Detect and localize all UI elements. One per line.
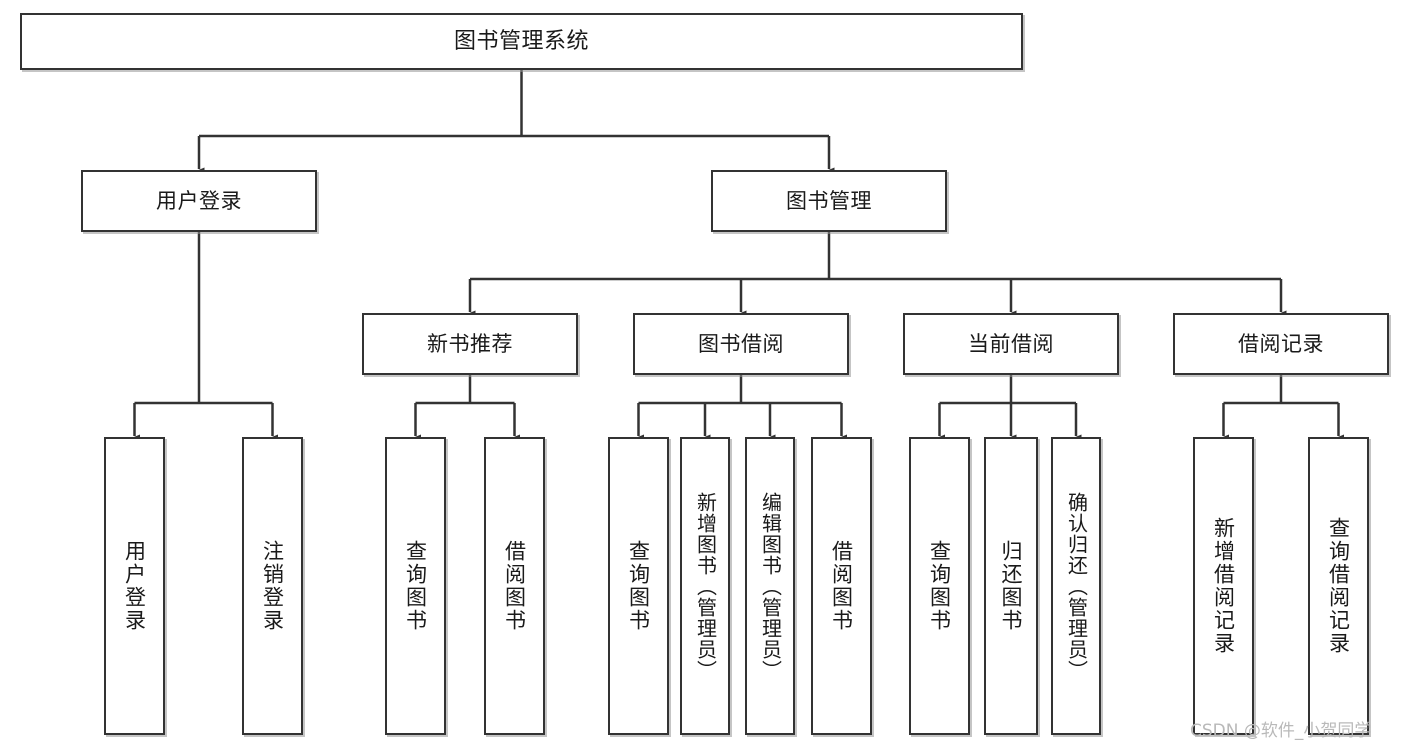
node-label: 图书管理系统: [453, 28, 589, 54]
node-l-bo-edit[interactable]: 编辑图书（管理员）: [745, 437, 795, 735]
watermark: CSDN @软件_小贺同学: [1190, 721, 1372, 741]
node-l-re-query[interactable]: 查询借阅记录: [1308, 437, 1369, 735]
node-label: 图书管理: [786, 188, 872, 213]
node-borrow[interactable]: 图书借阅: [633, 313, 849, 375]
node-label: 图书借阅: [698, 331, 784, 356]
node-l-bo-borrow[interactable]: 借阅图书: [811, 437, 872, 735]
node-l-re-add[interactable]: 新增借阅记录: [1193, 437, 1254, 735]
node-label: 查询借阅记录: [1326, 517, 1351, 655]
node-l-nb-query[interactable]: 查询图书: [385, 437, 446, 735]
node-newbook[interactable]: 新书推荐: [362, 313, 578, 375]
node-label: 新增借阅记录: [1211, 517, 1236, 655]
node-current[interactable]: 当前借阅: [903, 313, 1119, 375]
node-label: 用户登录: [156, 188, 242, 213]
node-label: 借阅图书: [502, 540, 527, 632]
node-label: 注销登录: [260, 540, 285, 632]
node-label: 编辑图书（管理员）: [758, 491, 783, 681]
node-label: 借阅图书: [829, 540, 854, 632]
node-l-bo-query[interactable]: 查询图书: [608, 437, 669, 735]
node-l-cu-confirm[interactable]: 确认归还（管理员）: [1051, 437, 1101, 735]
node-label: 查询图书: [626, 540, 651, 632]
node-label: 当前借阅: [968, 331, 1054, 356]
node-l-cu-return[interactable]: 归还图书: [984, 437, 1038, 735]
node-root[interactable]: 图书管理系统: [20, 13, 1023, 70]
node-l-logout[interactable]: 注销登录: [242, 437, 303, 735]
node-records[interactable]: 借阅记录: [1173, 313, 1389, 375]
node-label: 查询图书: [403, 540, 428, 632]
node-label: 借阅记录: [1238, 331, 1324, 356]
node-l-nb-borrow[interactable]: 借阅图书: [484, 437, 545, 735]
node-label: 查询图书: [927, 540, 952, 632]
node-label: 新增图书（管理员）: [693, 491, 718, 681]
node-bookmgmt[interactable]: 图书管理: [711, 170, 947, 232]
node-label: 用户登录: [122, 540, 147, 632]
node-login[interactable]: 用户登录: [81, 170, 317, 232]
node-label: 新书推荐: [427, 331, 513, 356]
node-l-cu-query[interactable]: 查询图书: [909, 437, 970, 735]
node-label: 确认归还（管理员）: [1064, 491, 1089, 681]
node-label: 归还图书: [999, 540, 1024, 632]
node-l-login[interactable]: 用户登录: [104, 437, 165, 735]
node-l-bo-add[interactable]: 新增图书（管理员）: [680, 437, 730, 735]
